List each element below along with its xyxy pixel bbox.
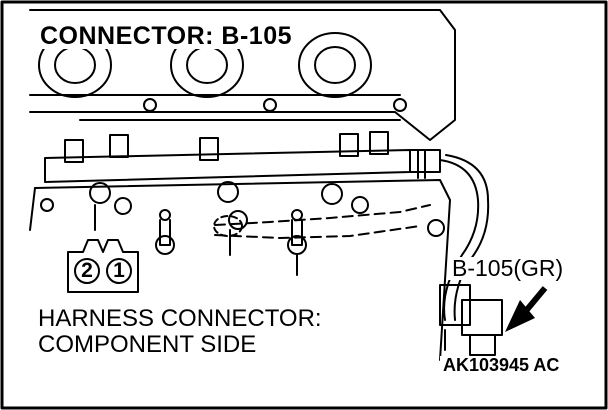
- pin-1-label: 1: [113, 259, 125, 282]
- connector-callout-label: B-105(GR): [448, 257, 568, 280]
- harness-connector-diagram: [67, 239, 139, 293]
- component-side-label: COMPONENT SIDE: [38, 331, 257, 358]
- connector-title: CONNECTOR: B-105: [36, 24, 297, 49]
- connector-b105-body: [439, 284, 503, 356]
- harness-connector-label: HARNESS CONNECTOR:: [38, 305, 322, 332]
- fuel-rail: [44, 131, 441, 183]
- pointer-arrow: [505, 286, 548, 332]
- cylinder-head: [29, 9, 456, 141]
- pin-2-label: 2: [81, 259, 93, 282]
- manifold-ledge: [34, 179, 451, 361]
- harness-wire: [417, 149, 490, 321]
- figure-code: AK103945 AC: [440, 356, 563, 374]
- injectors: [40, 181, 445, 276]
- hidden-harness: [214, 204, 431, 226]
